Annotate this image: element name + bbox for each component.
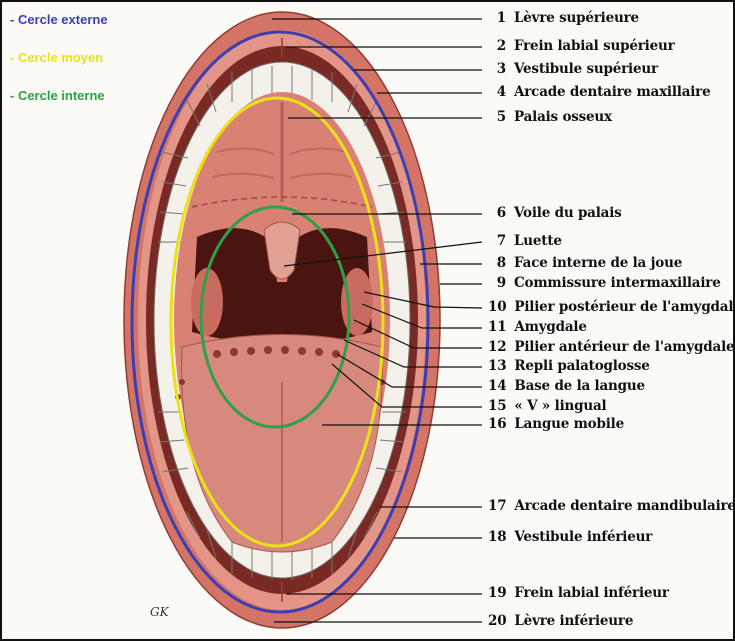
label-10: 10 Pilier postérieur de l'amygdale bbox=[488, 299, 735, 315]
label-text: Arcade dentaire maxillaire bbox=[514, 84, 711, 100]
tonsil-right bbox=[341, 268, 373, 336]
label-3: 3 Vestibule supérieur bbox=[488, 61, 658, 77]
label-12: 12 Pilier antérieur de l'amygdale bbox=[488, 339, 735, 355]
outer-circle bbox=[130, 30, 430, 614]
label-19: 19 Frein labial inférieur bbox=[488, 585, 669, 601]
legend-outer-circle: - Cercle externe bbox=[10, 12, 108, 27]
label-text: Palais osseux bbox=[514, 109, 612, 125]
label-7: 7 Luette bbox=[488, 233, 562, 249]
label-text: Repli palatoglosse bbox=[514, 358, 650, 374]
label-number: 16 bbox=[488, 416, 507, 432]
label-number: 20 bbox=[488, 613, 507, 629]
label-number: 4 bbox=[496, 84, 506, 100]
label-6: 6 Voile du palais bbox=[488, 205, 622, 221]
soft-palate bbox=[191, 196, 373, 208]
label-number: 18 bbox=[488, 529, 507, 545]
label-16: 16 Langue mobile bbox=[488, 416, 624, 432]
label-1: 1 Lèvre supérieure bbox=[488, 10, 639, 26]
label-13: 13 Repli palatoglosse bbox=[488, 358, 650, 374]
lingual-v-papillae bbox=[175, 346, 385, 400]
label-14: 14 Base de la langue bbox=[488, 378, 645, 394]
label-18: 18 Vestibule inférieur bbox=[488, 529, 652, 545]
middle-circle bbox=[169, 96, 385, 548]
label-number: 9 bbox=[496, 275, 506, 291]
artist-signature: GK bbox=[150, 605, 169, 619]
label-number: 11 bbox=[488, 319, 507, 335]
label-text: Vestibule supérieur bbox=[514, 61, 658, 77]
label-text: Amygdale bbox=[514, 319, 587, 335]
teeth-upper bbox=[158, 66, 406, 243]
leader-lines bbox=[272, 18, 483, 623]
label-number: 6 bbox=[496, 205, 506, 221]
label-2: 2 Frein labial supérieur bbox=[488, 38, 675, 54]
label-4: 4 Arcade dentaire maxillaire bbox=[488, 84, 711, 100]
pharynx bbox=[192, 228, 372, 345]
label-number: 15 bbox=[488, 398, 507, 414]
label-text: Lèvre supérieure bbox=[514, 10, 639, 26]
label-text: Arcade dentaire mandibulaire bbox=[514, 498, 735, 514]
label-text: Voile du palais bbox=[514, 205, 622, 221]
label-text: Frein labial supérieur bbox=[514, 38, 675, 54]
label-number: 13 bbox=[488, 358, 507, 374]
label-text: Face interne de la joue bbox=[514, 255, 683, 271]
label-20: 20 Lèvre inférieure bbox=[488, 613, 633, 629]
label-text: Commissure intermaxillaire bbox=[514, 275, 721, 291]
label-number: 19 bbox=[488, 585, 507, 601]
label-number: 2 bbox=[496, 38, 506, 54]
inner-circle bbox=[199, 205, 351, 429]
label-number: 3 bbox=[496, 61, 506, 77]
label-number: 5 bbox=[496, 109, 506, 125]
label-text: Base de la langue bbox=[514, 378, 645, 394]
label-text: Pilier antérieur de l'amygdale bbox=[514, 339, 735, 355]
legend-inner-circle: - Cercle interne bbox=[10, 88, 105, 103]
label-text: Langue mobile bbox=[514, 416, 624, 432]
label-text: Vestibule inférieur bbox=[514, 529, 653, 545]
label-number: 10 bbox=[488, 299, 507, 315]
label-number: 12 bbox=[488, 339, 507, 355]
label-number: 1 bbox=[496, 10, 506, 26]
label-text: Frein labial inférieur bbox=[514, 585, 669, 601]
label-text: Pilier postérieur de l'amygdale bbox=[514, 299, 735, 315]
label-text: « V » lingual bbox=[514, 398, 607, 414]
label-text: Luette bbox=[514, 233, 562, 249]
label-number: 14 bbox=[488, 378, 507, 394]
label-number: 17 bbox=[488, 498, 507, 514]
teeth-lower bbox=[158, 411, 406, 580]
label-11: 11 Amygdale bbox=[488, 319, 587, 335]
label-17: 17 Arcade dentaire mandibulaire bbox=[488, 498, 735, 514]
tonsil-left bbox=[191, 268, 223, 336]
palatine-rugae bbox=[211, 147, 353, 179]
label-5: 5 Palais osseux bbox=[488, 109, 612, 125]
label-9: 9 Commissure intermaxillaire bbox=[488, 275, 721, 291]
label-number: 7 bbox=[496, 233, 506, 249]
label-number: 8 bbox=[496, 255, 506, 271]
label-text: Lèvre inférieure bbox=[514, 613, 634, 629]
label-15: 15 « V » lingual bbox=[488, 398, 607, 414]
label-8: 8 Face interne de la joue bbox=[488, 255, 682, 271]
legend-middle-circle: - Cercle moyen bbox=[10, 50, 104, 65]
